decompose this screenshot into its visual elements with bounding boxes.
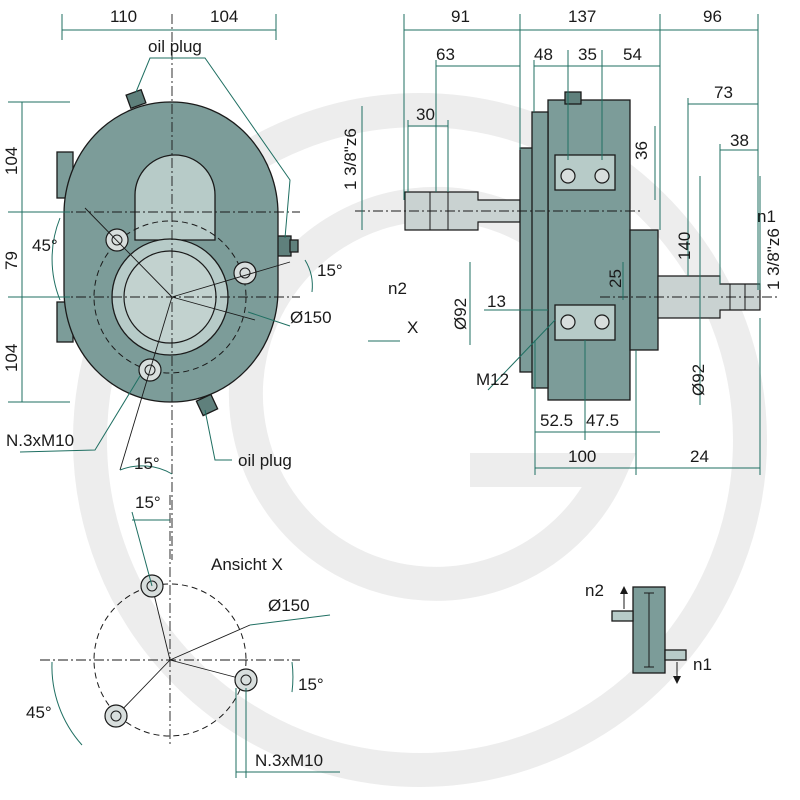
label-n2: n2 (388, 279, 407, 298)
front-view (22, 14, 300, 560)
dim-104-left-top: 104 (2, 147, 21, 175)
oil-plug-top-icon (125, 88, 147, 110)
dia-92-left: Ø92 (451, 298, 470, 330)
angle-15-front-right: 15° (317, 261, 343, 280)
label-oil-plug-bottom: oil plug (238, 451, 292, 470)
bolt-view-2-icon (234, 668, 258, 692)
bolts-front: N.3xM10 (6, 431, 74, 450)
dia-92-right: Ø92 (689, 364, 708, 396)
top-plug-icon (564, 91, 582, 105)
label-oil-plug-top: oil plug (148, 37, 202, 56)
dim-100: 100 (568, 447, 596, 466)
dia-150-view: Ø150 (268, 596, 310, 615)
dim-35: 35 (578, 45, 597, 64)
dim-137: 137 (568, 7, 596, 26)
spline-left: 1 3/8"z6 (341, 128, 360, 190)
dim-52-5: 52.5 (540, 411, 573, 430)
angle-15-front-bottom: 15° (134, 454, 160, 473)
text-layer: 110 104 oil plug 104 79 104 45° 15° Ø150… (2, 7, 783, 770)
angle-45-front: 45° (32, 236, 58, 255)
bolt-front-2-icon (233, 261, 257, 285)
arrow-down-icon (673, 676, 681, 684)
dim-110: 110 (110, 7, 137, 26)
upper-pocket (134, 154, 216, 241)
side-view (355, 91, 780, 401)
dim-79: 79 (2, 251, 21, 270)
dim-38: 38 (730, 131, 749, 150)
bolt-view-3-icon (104, 704, 128, 728)
spline-right: 1 3/8"z6 (764, 228, 783, 290)
dim-73: 73 (714, 83, 733, 102)
dim-96: 96 (703, 7, 722, 26)
label-n1: n1 (757, 207, 776, 226)
dia-150-front: Ø150 (290, 308, 332, 327)
dim-63: 63 (436, 45, 455, 64)
dim-13: 13 (487, 292, 506, 311)
dim-104-left-bottom: 104 (2, 344, 21, 372)
angle-15-view-top: 15° (135, 493, 161, 512)
dim-24: 24 (690, 447, 709, 466)
legend-shaft-n2 (611, 610, 634, 622)
legend-label-n2: n2 (585, 581, 604, 600)
angle-15-view-right: 15° (298, 675, 324, 694)
view-x (40, 495, 340, 778)
dim-25: 25 (606, 269, 625, 288)
label-x-marker: X (407, 318, 418, 337)
angle-45-view: 45° (26, 703, 52, 722)
dim-104-top: 104 (210, 7, 238, 26)
side-rim (531, 111, 549, 389)
side-dimensions (361, 14, 761, 475)
dim-47-5: 47.5 (586, 411, 619, 430)
dim-48: 48 (534, 45, 553, 64)
arrow-up-icon (620, 586, 628, 594)
dim-36: 36 (632, 141, 651, 160)
side-body (547, 99, 631, 401)
dim-140: 140 (675, 232, 694, 260)
dim-91: 91 (451, 7, 470, 26)
legend-shaft-n1 (664, 649, 687, 661)
label-ansicht-x: Ansicht X (211, 555, 283, 574)
rotation-legend (611, 586, 687, 684)
bolts-view: N.3xM10 (255, 751, 323, 770)
dim-30: 30 (416, 105, 435, 124)
oil-plug-bottom-icon (195, 393, 219, 417)
dim-54: 54 (623, 45, 642, 64)
label-m12: M12 (476, 370, 509, 389)
side-flange-right (629, 229, 659, 351)
legend-label-n1: n1 (693, 655, 712, 674)
front-dimensions (8, 14, 313, 475)
